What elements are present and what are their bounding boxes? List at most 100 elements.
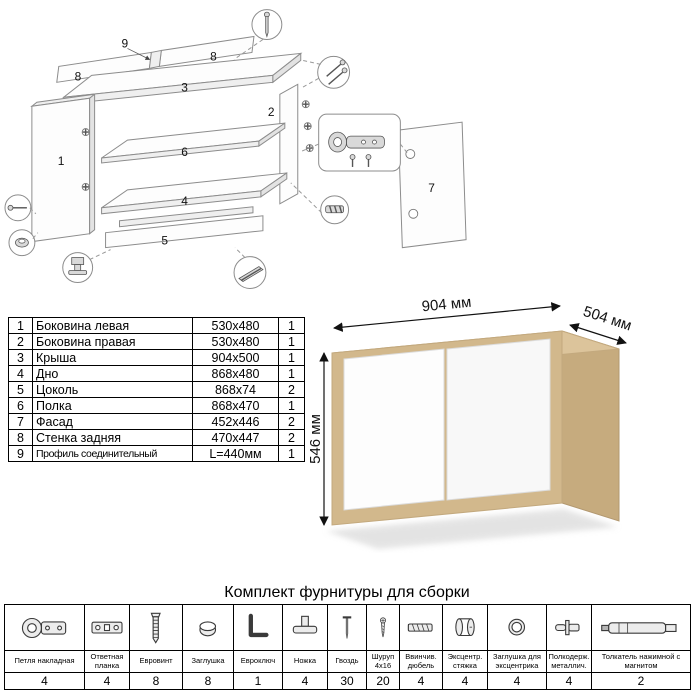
screw-callout-top	[251, 9, 283, 40]
product-render-area: 904 мм 504 мм 546 мм	[302, 281, 692, 553]
part-name: Крыша	[32, 349, 193, 366]
hex-key-icon	[233, 604, 283, 651]
profile-callout	[233, 256, 267, 289]
part-3-top-panel	[62, 52, 303, 105]
part-size: 868x480	[192, 365, 279, 382]
hardware-item-name: Заглушка	[182, 650, 234, 673]
part-6-shelf	[101, 122, 286, 164]
cabinet-left-door	[343, 348, 445, 511]
hardware-item-qty: 1	[233, 672, 283, 690]
cabinet-side-face	[561, 330, 620, 522]
part-name: Боковина правая	[32, 333, 193, 350]
part-num: 2	[8, 333, 33, 350]
part-7-facade-panel	[397, 121, 467, 249]
euroscrew-callout	[317, 55, 351, 89]
part-2-right-side-panel	[279, 83, 299, 205]
part-5-plinth	[105, 206, 264, 249]
part-4-bottom-panel	[101, 171, 288, 215]
part-size: 868x470	[192, 397, 279, 414]
hardware-icons-row	[4, 604, 691, 651]
part-num: 3	[8, 349, 33, 366]
part-label-1: 1	[58, 154, 65, 168]
hardware-item-name: Шуруп 4x16	[366, 650, 400, 673]
part-num: 5	[8, 381, 33, 398]
hardware-item-qty: 4	[442, 672, 488, 690]
part-qty: 2	[278, 413, 305, 430]
part-label-3: 3	[181, 80, 188, 94]
part-num: 1	[8, 317, 33, 334]
hardware-item-qty: 4	[546, 672, 592, 690]
exploded-view-area: 9 8 8 3 1 2 6 4 5 7	[2, 2, 484, 314]
nail-icon	[327, 604, 367, 651]
dowel-icon	[399, 604, 443, 651]
hardware-item-qty: 2	[591, 672, 691, 690]
part-num: 4	[8, 365, 33, 382]
part-qty: 1	[278, 397, 305, 414]
hardware-item-qty: 4	[84, 672, 130, 690]
part-9-connecting-profile	[148, 49, 162, 69]
hardware-item-name: Эксцентр. стяжка	[442, 650, 488, 673]
hardware-item-name: Толкатель нажимной с магнитом	[591, 650, 691, 673]
part-label-2: 2	[268, 105, 275, 119]
mounting-plate-icon	[84, 604, 130, 651]
cam-lock-icon	[442, 604, 488, 651]
hardware-item-name: Ввинчив. дюбель	[399, 650, 443, 673]
part-qty: 1	[278, 365, 305, 382]
part-name: Профиль соединительный	[32, 445, 193, 462]
part-name: Стенка задняя	[32, 429, 193, 446]
hardware-item-name: Евровинт	[129, 650, 183, 673]
product-drawing: 904 мм 504 мм 546 мм	[307, 294, 634, 549]
dim-width: 904 мм	[333, 294, 561, 332]
cabinet-shadow	[326, 509, 618, 549]
cabinet-right-door	[446, 338, 551, 501]
part-qty: 1	[278, 317, 305, 334]
hardware-item-qty: 4	[282, 672, 328, 690]
part-num: 9	[8, 445, 33, 462]
screw-icon	[366, 604, 400, 651]
part-label-7: 7	[428, 181, 435, 195]
part-name: Дно	[32, 365, 193, 382]
hardware-item-name: Заглушка для эксцентрика	[487, 650, 547, 673]
euro-screw-icon	[129, 604, 183, 651]
height-dimension-label: 546 мм	[307, 414, 324, 464]
hardware-item-name: Петля накладная	[4, 650, 85, 673]
foot-callout	[62, 252, 94, 283]
part-labels: 9 8 8 3 1 2 6 4 5 7	[58, 36, 435, 247]
part-1-left-side-panel	[30, 93, 97, 243]
cam-cap-icon	[487, 604, 547, 651]
part-num: 8	[8, 429, 33, 446]
part-name: Цоколь	[32, 381, 193, 398]
hardware-item-name: Евроключ	[233, 650, 283, 673]
part-num: 6	[8, 397, 33, 414]
hardware-item-qty: 4	[399, 672, 443, 690]
part-label-4: 4	[181, 194, 188, 208]
part-num: 7	[8, 413, 33, 430]
part-qty: 1	[278, 333, 305, 350]
hardware-item-qty: 8	[129, 672, 183, 690]
hardware-item-qty: 4	[487, 672, 547, 690]
hardware-item-name: Ножка	[282, 650, 328, 673]
part-size: 452x446	[192, 413, 279, 430]
screw-callout-left	[4, 194, 32, 222]
depth-dimension-label: 504 мм	[581, 303, 634, 334]
hardware-item-qty: 30	[327, 672, 367, 690]
part-label-8b: 8	[210, 49, 217, 63]
part-name: Фасад	[32, 413, 193, 430]
hardware-item-qty: 4	[4, 672, 85, 690]
hardware-item-name: Гвоздь	[327, 650, 367, 673]
part-qty: 1	[278, 349, 305, 366]
